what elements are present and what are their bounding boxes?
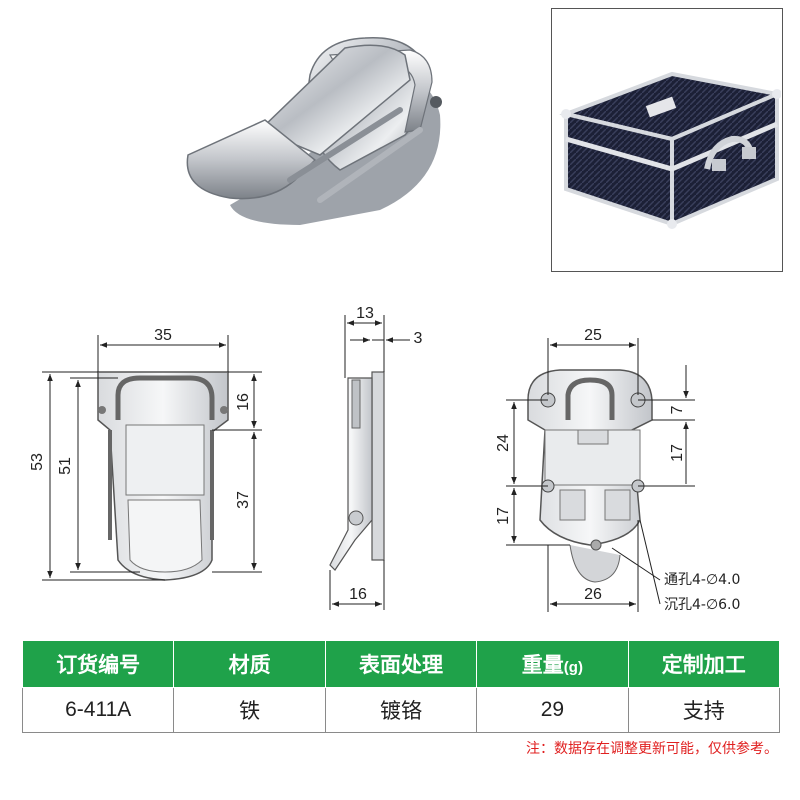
header-customization: 定制加工	[627, 640, 781, 688]
front-view	[97, 371, 229, 581]
aluminum-case-photo	[559, 71, 784, 229]
dim-back-24: 24	[495, 434, 512, 452]
value-customization: 支持	[627, 687, 781, 733]
dimension-drawings: 35 53 51 16 37 13 3 16	[29, 305, 740, 613]
dim-height-53: 53	[29, 453, 46, 471]
dim-back-17-left: 17	[495, 507, 512, 525]
back-view	[527, 369, 653, 583]
header-weight-unit: (g)	[563, 659, 583, 676]
side-view	[329, 371, 385, 571]
spec-table: 订货编号 材质 表面处理 重量(g) 定制加工 6-411A 铁 镀铬 29 支…	[21, 640, 781, 733]
disclaimer-note: 注：数据存在调整更新可能，仅供参考。	[526, 741, 778, 757]
header-order-number: 订货编号	[21, 640, 175, 688]
countersunk-hole-label: 沉孔4-∅6.0	[664, 597, 740, 613]
dim-side-13: 13	[356, 305, 374, 322]
dim-back-25: 25	[584, 327, 602, 344]
dim-width-35: 35	[154, 327, 172, 344]
dim-back-7: 7	[669, 405, 686, 414]
through-hole-label: 通孔4-∅4.0	[664, 572, 740, 588]
value-material: 铁	[173, 687, 326, 733]
value-weight: 29	[476, 687, 629, 733]
dim-back-17-right: 17	[669, 444, 686, 462]
spec-header-row: 订货编号 材质 表面处理 重量(g) 定制加工	[21, 640, 781, 688]
header-weight: 重量(g)	[476, 640, 629, 688]
dim-top-16: 16	[235, 393, 252, 411]
dim-back-26: 26	[584, 586, 602, 603]
header-material: 材质	[173, 640, 326, 688]
latch-product-photo	[186, 36, 442, 225]
value-surface-treatment: 镀铬	[324, 687, 478, 733]
case-photo-frame	[551, 8, 784, 272]
dim-height-51: 51	[57, 457, 74, 475]
dim-side-3: 3	[414, 330, 423, 347]
spec-value-row: 6-411A 铁 镀铬 29 支持	[21, 687, 781, 733]
dim-side-16: 16	[349, 586, 367, 603]
value-order-number: 6-411A	[21, 687, 175, 733]
header-surface-treatment: 表面处理	[324, 640, 478, 688]
dim-bottom-37: 37	[235, 491, 252, 509]
header-weight-label: 重量	[521, 654, 564, 677]
